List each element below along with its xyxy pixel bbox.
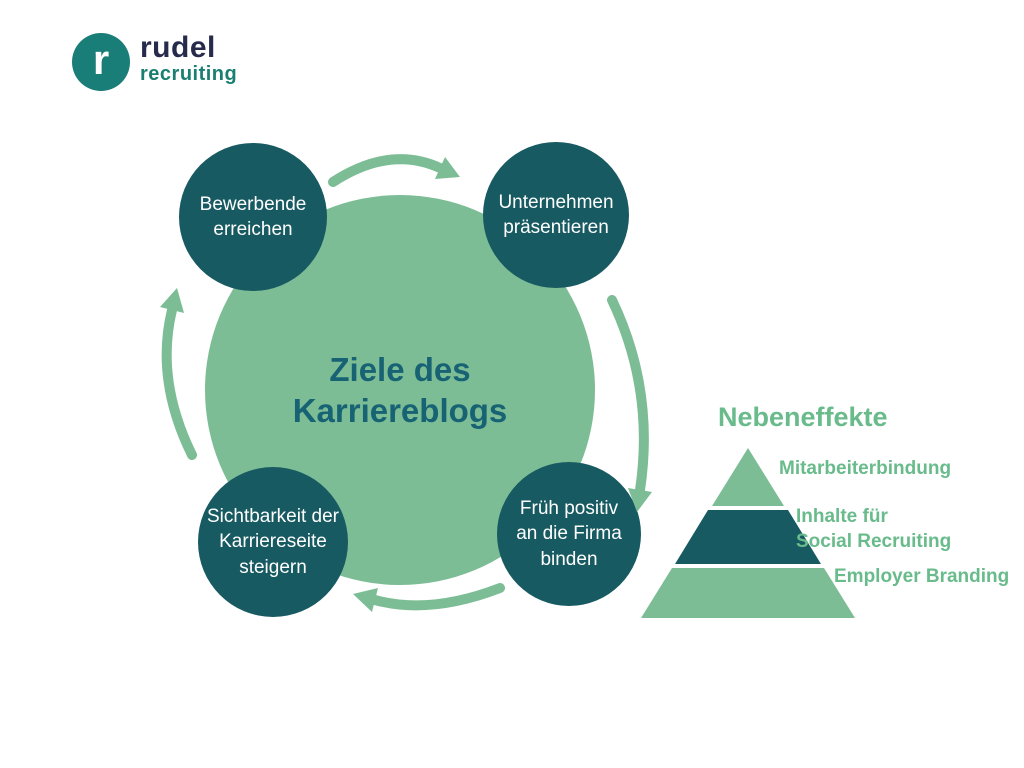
- pyramid-label-mitarbeiterbindung: Mitarbeiterbindung: [779, 458, 952, 479]
- logo-word-top: rudel: [140, 31, 216, 64]
- pyramid-tier-bottom: [641, 568, 855, 618]
- pyramid-graphic: [641, 448, 855, 618]
- cycle-node-frueh-binden: Früh positiv an die Firma binden: [497, 462, 641, 606]
- arrow-bottom-icon: [353, 583, 505, 612]
- pyramid-title: Nebeneffekte: [718, 402, 888, 432]
- pyramid-tier-top: [712, 448, 784, 506]
- cycle-node-sichtbarkeit-steigern: Sichtbarkeit der Karriereseite steigern: [198, 467, 348, 617]
- diagram-title: Ziele des Karriereblogs: [292, 350, 508, 429]
- pyramid-label-inhalte-social-recruiting: Inhalte für Social Recruiting: [796, 506, 952, 552]
- logo-letter: r: [92, 36, 110, 83]
- pyramid-tier-middle: [675, 510, 821, 564]
- logo: r rudel recruiting: [72, 33, 237, 91]
- logo-wordmark: rudel recruiting: [140, 31, 238, 86]
- logo-circle-icon: r: [72, 33, 130, 91]
- pyramid-label-employer-branding: Employer Branding: [834, 566, 1010, 587]
- cycle-node-bewerbende-erreichen: Bewerbende erreichen: [179, 143, 327, 291]
- arrow-left-icon: [160, 288, 197, 460]
- cycle-node-unternehmen-praesentieren: Unternehmen präsentieren: [483, 142, 629, 288]
- logo-word-bottom: recruiting: [140, 63, 238, 85]
- arrow-top-icon: [328, 154, 460, 187]
